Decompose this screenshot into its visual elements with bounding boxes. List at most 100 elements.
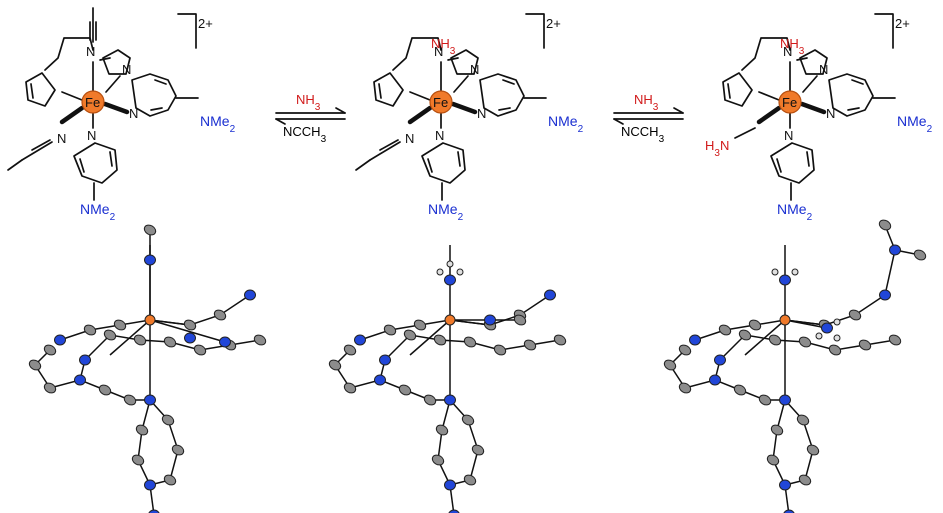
svg-text:N: N: [57, 131, 66, 146]
carbon-atom: [678, 382, 692, 394]
carbon-atom: [133, 334, 147, 346]
carbon-atom: [143, 224, 157, 236]
charge-label: 2+: [546, 16, 561, 31]
nitrogen-atom: [444, 394, 456, 406]
carbon-atom: [213, 309, 227, 321]
carbon-atom: [403, 329, 417, 341]
complex-3: NH3 H3N 2+ NMe2 NMe2: [705, 14, 933, 223]
carbon-atom: [513, 314, 527, 326]
amine-label-right: NMe2: [897, 113, 933, 135]
amine-label-bottom: NMe2: [428, 201, 464, 223]
axial-ammonia-label: NH3: [780, 36, 805, 57]
carbon-atom: [163, 474, 177, 486]
nitrogen-atom: [714, 354, 726, 366]
complex-2: NH3 N 2+ NMe2 NMe2: [355, 14, 584, 223]
iron-atom: [144, 314, 156, 326]
reagent-reverse-2: NCCH3: [621, 124, 665, 145]
charge-label: 2+: [198, 16, 213, 31]
hydrogen-atom: [456, 268, 464, 276]
carbon-atom: [183, 319, 197, 331]
carbon-atom: [493, 344, 507, 356]
svg-text:N: N: [405, 131, 414, 146]
carbon-atom: [461, 414, 475, 426]
nitrogen-atom: [148, 509, 160, 513]
carbon-atom: [471, 444, 485, 456]
nitrogen-atom: [709, 374, 721, 386]
nitrogen-atom: [689, 334, 701, 346]
hydrogen-atom: [833, 318, 841, 326]
carbon-atom: [663, 359, 677, 371]
carbon-atom: [83, 324, 97, 336]
carbon-atom: [113, 319, 127, 331]
reagent-reverse-1: NCCH3: [283, 124, 327, 145]
carbon-atom: [523, 339, 537, 351]
nitrogen-atom: [74, 374, 86, 386]
carbon-atom: [413, 319, 427, 331]
ortep-structure-2: [328, 244, 567, 513]
nitrogen-atom: [354, 334, 366, 346]
carbon-atom: [383, 324, 397, 336]
equilibrium-arrow-2: NH3 NCCH3: [613, 92, 684, 145]
nitrogen-atom: [54, 334, 66, 346]
carbon-atom: [253, 334, 267, 346]
nitrogen-atom: [379, 354, 391, 366]
hydrogen-atom: [833, 334, 841, 342]
hydrogen-atom: [815, 332, 823, 340]
carbon-atom: [43, 344, 57, 356]
ortep-structure-1: [28, 224, 267, 513]
carbon-atom: [828, 344, 842, 356]
nitrogen-atom: [889, 244, 901, 256]
carbon-atom: [463, 336, 477, 348]
carbon-atom: [433, 334, 447, 346]
carbon-atom: [398, 384, 412, 396]
charge-label: 2+: [895, 16, 910, 31]
carbon-atom: [553, 334, 567, 346]
amine-label-right: NMe2: [200, 113, 236, 135]
hydrogen-atom: [771, 268, 779, 276]
carbon-atom: [431, 454, 445, 466]
nitrogen-atom: [184, 332, 196, 344]
carbon-atom: [738, 329, 752, 341]
carbon-atom: [766, 454, 780, 466]
reagent-forward-2: NH3: [634, 92, 659, 113]
carbon-atom: [858, 339, 872, 351]
carbon-atom: [103, 329, 117, 341]
axial-ammonia-label: NH3: [431, 36, 456, 57]
carbon-atom: [733, 384, 747, 396]
carbon-atom: [718, 324, 732, 336]
carbon-atom: [163, 336, 177, 348]
carbon-atom: [435, 424, 449, 436]
carbon-atom: [98, 384, 112, 396]
carbon-atom: [770, 424, 784, 436]
nitrogen-atom: [879, 289, 891, 301]
nitrogen-atom: [779, 479, 791, 491]
nitrogen-atom: [783, 509, 795, 513]
nitrogen-atom: [444, 479, 456, 491]
carbon-atom: [123, 394, 137, 406]
carbon-atom: [913, 249, 927, 261]
carbon-atom: [343, 344, 357, 356]
carbon-atom: [748, 319, 762, 331]
carbon-atom: [798, 336, 812, 348]
amine-label-right: NMe2: [548, 113, 584, 135]
carbon-atom: [848, 309, 862, 321]
carbon-atom: [463, 474, 477, 486]
carbon-atom: [678, 344, 692, 356]
carbon-atom: [798, 474, 812, 486]
hydrogen-atom: [791, 268, 799, 276]
nitrogen-atom: [79, 354, 91, 366]
nitrogen-atom: [821, 322, 833, 334]
carbon-atom: [193, 344, 207, 356]
hydrogen-atom: [436, 268, 444, 276]
amine-label-bottom: NMe2: [777, 201, 813, 223]
nitrogen-atom: [544, 289, 556, 301]
carbon-atom: [796, 414, 810, 426]
reagent-forward-1: NH3: [296, 92, 321, 113]
nitrogen-atom: [144, 479, 156, 491]
nitrogen-atom: [144, 254, 156, 266]
carbon-atom: [328, 359, 342, 371]
carbon-atom: [423, 394, 437, 406]
equilibrium-arrow-1: NH3 NCCH3: [275, 92, 346, 145]
carbon-atom: [878, 219, 892, 231]
